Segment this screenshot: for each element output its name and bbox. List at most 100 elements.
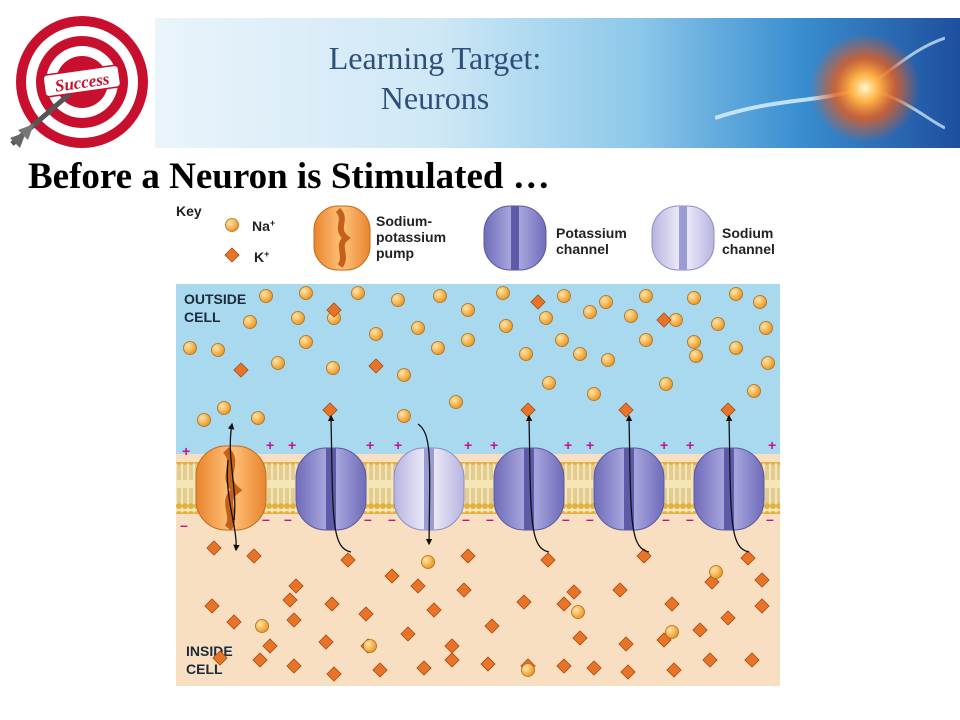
potassium-ion — [530, 294, 546, 310]
key-legend: Key Na+ K+ Sodium- potassium pump Potass… — [176, 203, 777, 271]
potassium-ion — [246, 548, 262, 564]
sodium-ion — [689, 349, 703, 363]
potassium-ion — [262, 638, 278, 654]
key-pump-icon — [313, 205, 371, 271]
key-sodium-channel-label: Sodium channel — [722, 225, 777, 257]
sodium-ion — [583, 305, 597, 319]
potassium-ion — [480, 656, 496, 672]
negative-charge-mark: – — [462, 511, 470, 527]
sodium-ion — [411, 321, 425, 335]
potassium-ion — [324, 596, 340, 612]
potassium-ion — [288, 578, 304, 594]
positive-charge-mark: + — [768, 437, 776, 453]
potassium-ion — [702, 652, 718, 668]
membrane-diagram: Key Na+ K+ Sodium- potassium pump Potass… — [176, 198, 780, 686]
flow-arrow — [226, 459, 240, 552]
neuron-glow-image — [715, 33, 945, 143]
key-pump-label: Sodium- potassium pump — [376, 213, 450, 261]
sodium-ion — [251, 411, 265, 425]
key-na-label: Na+ — [252, 218, 275, 234]
sodium-ion — [255, 619, 269, 633]
flow-arrow — [525, 414, 550, 553]
sodium-ion — [391, 293, 405, 307]
potassium-ion — [226, 614, 242, 630]
potassium-ion — [620, 664, 636, 680]
potassium-ion — [540, 552, 556, 568]
potassium-ion — [233, 362, 249, 378]
potassium-ion — [206, 540, 222, 556]
potassium-ion — [212, 650, 228, 666]
sodium-ion — [496, 286, 510, 300]
positive-charge-mark: + — [182, 443, 190, 459]
flow-arrow — [327, 414, 352, 553]
membrane-diagram-svg: Key Na+ K+ Sodium- potassium pump Potass… — [176, 203, 780, 686]
negative-charge-mark: – — [662, 511, 670, 527]
potassium-channel — [693, 447, 765, 531]
sodium-ion — [599, 295, 613, 309]
potassium-ion — [368, 358, 384, 374]
flow-arrow — [227, 422, 236, 521]
potassium-ion — [326, 666, 342, 682]
key-sodium-ion-icon — [225, 218, 239, 232]
positive-charge-mark: + — [660, 437, 668, 453]
sodium-ion — [291, 311, 305, 325]
positive-charge-mark: + — [464, 437, 472, 453]
ion-flow-arrows — [226, 414, 750, 553]
positive-charge-mark: + — [586, 437, 594, 453]
positive-charge-mark: + — [394, 437, 402, 453]
potassium-ion — [384, 568, 400, 584]
sodium-ion — [639, 289, 653, 303]
sodium-ion — [326, 361, 340, 375]
key-k-label: K+ — [254, 249, 269, 265]
potassium-ion — [326, 302, 342, 318]
sodium-ion — [521, 663, 535, 677]
sodium-ion — [759, 321, 773, 335]
sodium-ion — [397, 409, 411, 423]
potassium-channel — [593, 447, 665, 531]
sodium-ion — [639, 333, 653, 347]
sodium-ion — [709, 565, 723, 579]
potassium-ion — [318, 634, 334, 650]
sodium-ion — [687, 335, 701, 349]
potassium-ion — [612, 582, 628, 598]
potassium-ion — [444, 638, 460, 654]
positive-charge-mark: + — [564, 437, 572, 453]
potassium-ion — [618, 636, 634, 652]
potassium-ion — [286, 612, 302, 628]
sodium-ion — [499, 319, 513, 333]
potassium-ion — [460, 548, 476, 564]
potassium-ion — [556, 658, 572, 674]
potassium-channel — [295, 447, 367, 531]
key-sodium-channel-icon — [651, 205, 715, 271]
potassium-ion — [516, 594, 532, 610]
potassium-ion — [692, 622, 708, 638]
negative-charge-mark: – — [486, 511, 494, 527]
key-potassium-ion-icon — [224, 247, 240, 263]
sodium-ion — [197, 413, 211, 427]
sodium-ion — [183, 341, 197, 355]
membrane-charges: ++++++++++++–––––––––––– — [180, 437, 776, 533]
key-potassium-channel-label: Potassium channel — [556, 225, 631, 257]
sodium-ion — [573, 347, 587, 361]
potassium-ion — [566, 584, 582, 600]
sodium-ion — [729, 341, 743, 355]
potassium-ion — [618, 402, 634, 418]
header-banner: Learning Target: Neurons — [155, 18, 960, 148]
sodium-ion — [397, 368, 411, 382]
potassium-ion — [586, 660, 602, 676]
sodium-ion — [519, 347, 533, 361]
potassium-ion — [416, 660, 432, 676]
positive-charge-mark: + — [490, 437, 498, 453]
potassium-ion — [740, 550, 756, 566]
potassium-ion — [572, 630, 588, 646]
potassium-ion — [358, 606, 374, 622]
sodium-ion — [753, 295, 767, 309]
sodium-ion — [363, 639, 377, 653]
potassium-ion — [666, 662, 682, 678]
sodium-ion — [729, 287, 743, 301]
sodium-ion — [351, 286, 365, 300]
potassium-ion — [664, 596, 680, 612]
potassium-ion — [456, 582, 472, 598]
sodium-ion — [461, 303, 475, 317]
banner-title-line2: Neurons — [380, 80, 490, 116]
